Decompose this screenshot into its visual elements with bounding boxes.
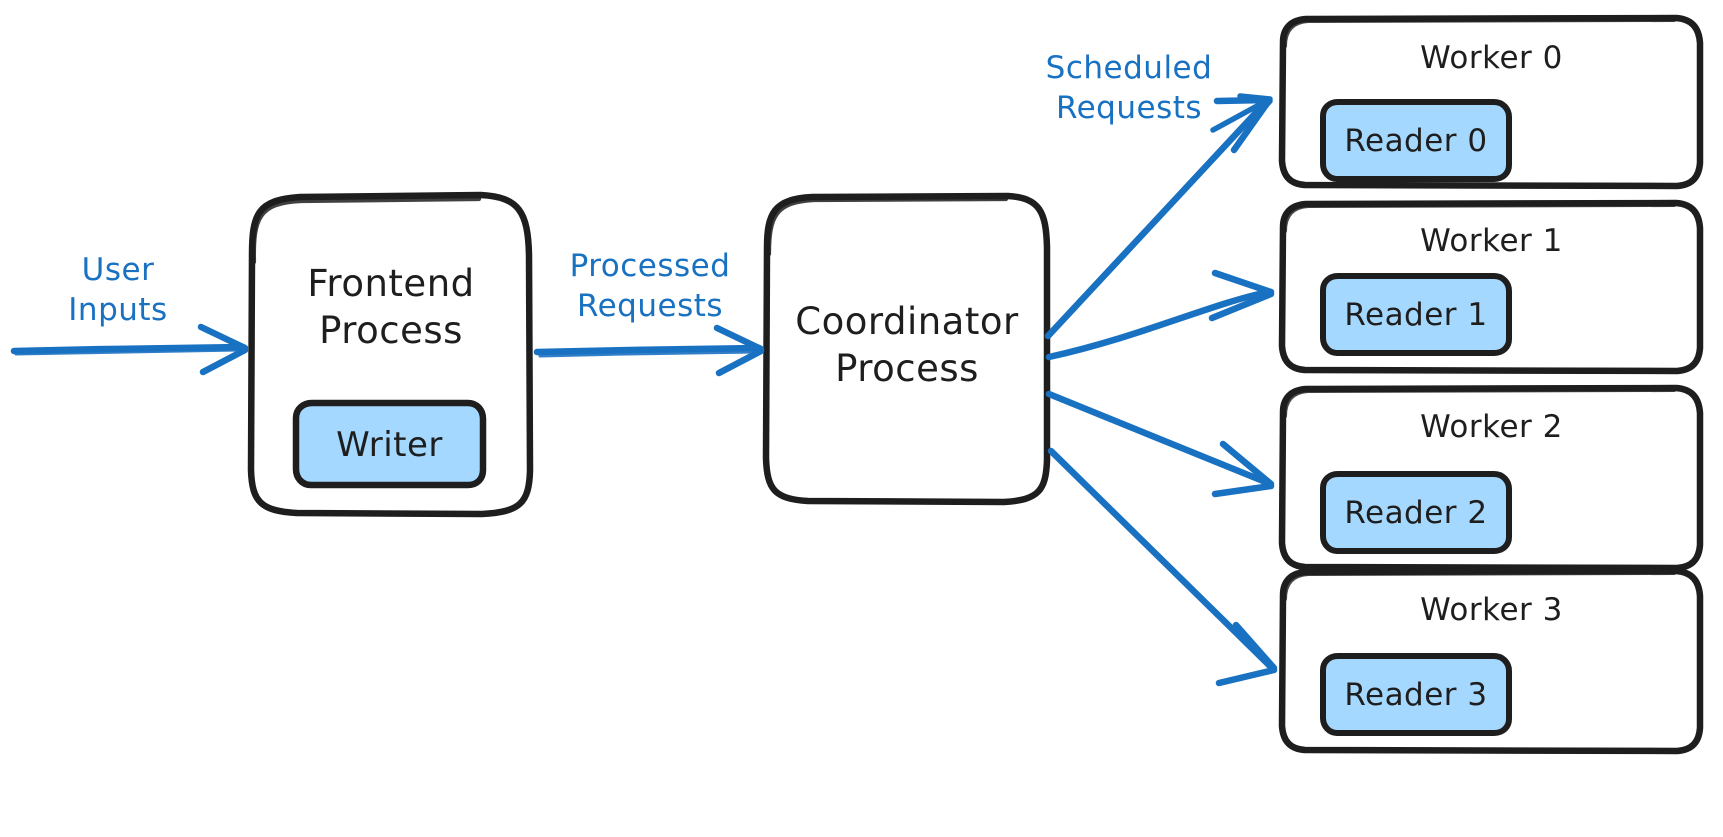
reader-2-box[interactable]: [1320, 471, 1512, 554]
arrow-coordinator-to-worker-0: [1044, 96, 1272, 340]
arrow-coordinator-to-worker-2: [1045, 390, 1275, 498]
reader-0-box[interactable]: [1320, 99, 1512, 182]
arrow-coordinator-to-worker-3: [1047, 447, 1278, 687]
writer-box[interactable]: [292, 399, 487, 489]
reader-3-box[interactable]: [1320, 653, 1512, 736]
arrow-processed-requests: [533, 324, 765, 377]
coordinator-process-box[interactable]: [762, 192, 1051, 506]
reader-1-box[interactable]: [1320, 273, 1512, 356]
arrow-user-inputs: [10, 323, 249, 376]
arrow-coordinator-to-worker-1: [1045, 269, 1275, 361]
